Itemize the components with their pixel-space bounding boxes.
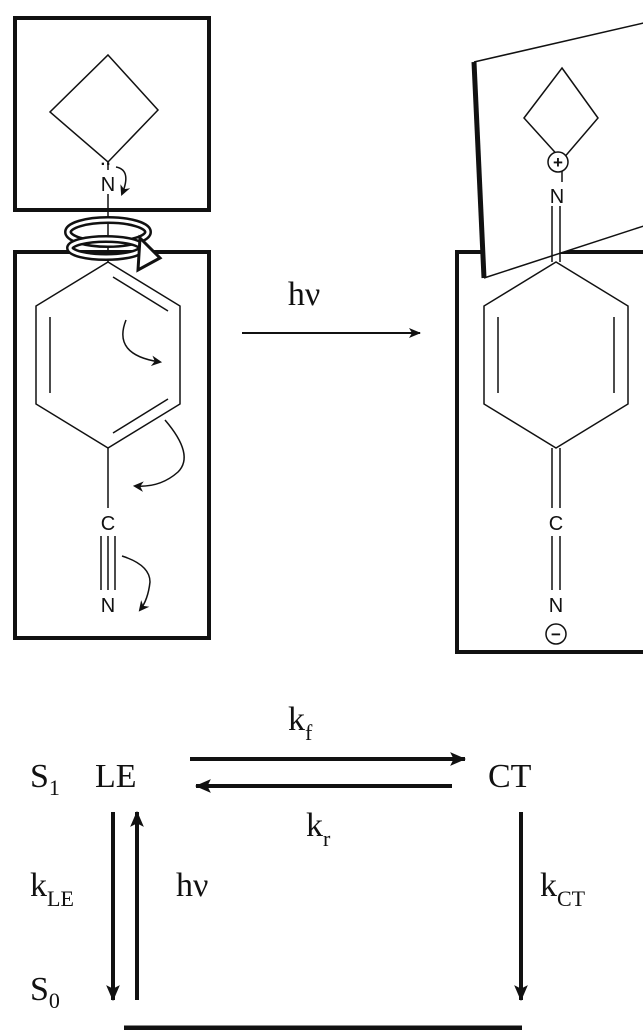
right-twisted-amine-plane xyxy=(474,23,643,278)
left-azetidine-ring xyxy=(48,53,160,164)
left-benzene-inner-bond-3 xyxy=(112,398,169,434)
kf-rate-label: kf xyxy=(288,701,313,745)
reaction-arrow-label: hν xyxy=(288,276,320,313)
left-atom-labels: N ·· C N xyxy=(96,156,120,617)
left-nitrile-carbon-label: C xyxy=(101,513,115,535)
left-amine-nitrogen-label: N xyxy=(101,174,115,196)
left-lone-pair-label: ·· xyxy=(101,156,112,173)
right-atom-labels: + N C N − xyxy=(545,153,571,644)
left-nitrile-nitrogen-label: N xyxy=(101,595,115,617)
curl-arrow-nitrile xyxy=(121,555,151,612)
left-benzene-ring xyxy=(35,261,181,449)
curl-arrow-ring xyxy=(122,319,163,366)
right-nitrile-carbon-label: C xyxy=(549,513,563,535)
left-molecule xyxy=(13,16,211,640)
left-benzene-inner-bond-2 xyxy=(112,276,169,312)
right-nitrile-nitrogen-label: N xyxy=(549,595,563,617)
right-amine-nitrogen-label: N xyxy=(550,186,564,208)
kct-rate-label: kCT xyxy=(540,867,586,911)
kr-rate-label: kr xyxy=(306,807,331,851)
photo-reaction-arrow: hν xyxy=(242,276,421,338)
right-negative-charge-label: − xyxy=(551,625,561,644)
le-state-label: LE xyxy=(95,758,137,795)
curl-arrow-exocyclic xyxy=(132,419,185,492)
left-ring-box xyxy=(13,250,211,640)
kle-rate-label: kLE xyxy=(30,867,74,911)
right-negative-charge-circle xyxy=(545,623,567,645)
right-positive-charge-circle xyxy=(547,151,569,173)
twist-arrow-icon xyxy=(64,216,163,273)
kinetic-scheme: S1 LE CT kf kr kLE hν kCT S0 xyxy=(30,701,586,1030)
right-molecule xyxy=(455,22,643,654)
curl-arrow-lone-pair xyxy=(115,166,131,196)
right-positive-charge-label: + xyxy=(553,153,563,172)
left-amine-box xyxy=(13,16,211,212)
excitation-label: hν xyxy=(176,867,208,904)
ct-state-label: CT xyxy=(488,758,532,795)
s1-state-label: S1 xyxy=(30,758,60,800)
s0-state-label: S0 xyxy=(30,971,60,1013)
right-ring-box xyxy=(455,250,643,654)
right-benzene-ring xyxy=(483,261,629,449)
